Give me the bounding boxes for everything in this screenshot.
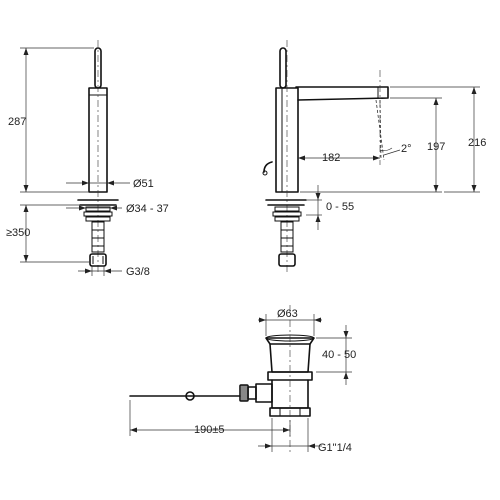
side-view-pop-up-knob (263, 161, 273, 173)
dim-front-body-dia: Ø51 (133, 178, 154, 190)
side-view-spout (295, 86, 389, 101)
dim-front-hole-dia: Ø34 - 37 (126, 203, 169, 215)
dim-waste-height: 40 - 50 (322, 349, 356, 361)
side-view-body (275, 87, 299, 193)
side-view: 182 2° 197 216 0 - 55 (262, 40, 486, 275)
waste-view: Ø63 40 - 50 190±5 G1"1/4 (129, 305, 356, 455)
dim-side-reach: 182 (322, 152, 340, 164)
dim-waste-top-dia: Ø63 (277, 308, 298, 320)
dim-side-total-height: 216 (468, 137, 486, 149)
front-view: 287 Ø51 Ø34 - 37 ≥350 G3/8 (6, 40, 169, 278)
waste-side-port (255, 383, 273, 403)
dim-rod-length: 190±5 (194, 424, 225, 436)
dim-deck-thickness: ≥350 (6, 227, 30, 239)
dim-spout-angle: 2° (401, 143, 412, 155)
side-view-handle (279, 47, 287, 89)
dim-side-spout-height: 197 (427, 141, 445, 153)
dim-thread: G3/8 (126, 266, 150, 278)
dim-front-height: 287 (8, 116, 26, 128)
dim-waste-thread: G1"1/4 (318, 442, 352, 454)
dim-deck-range: 0 - 55 (326, 201, 354, 213)
